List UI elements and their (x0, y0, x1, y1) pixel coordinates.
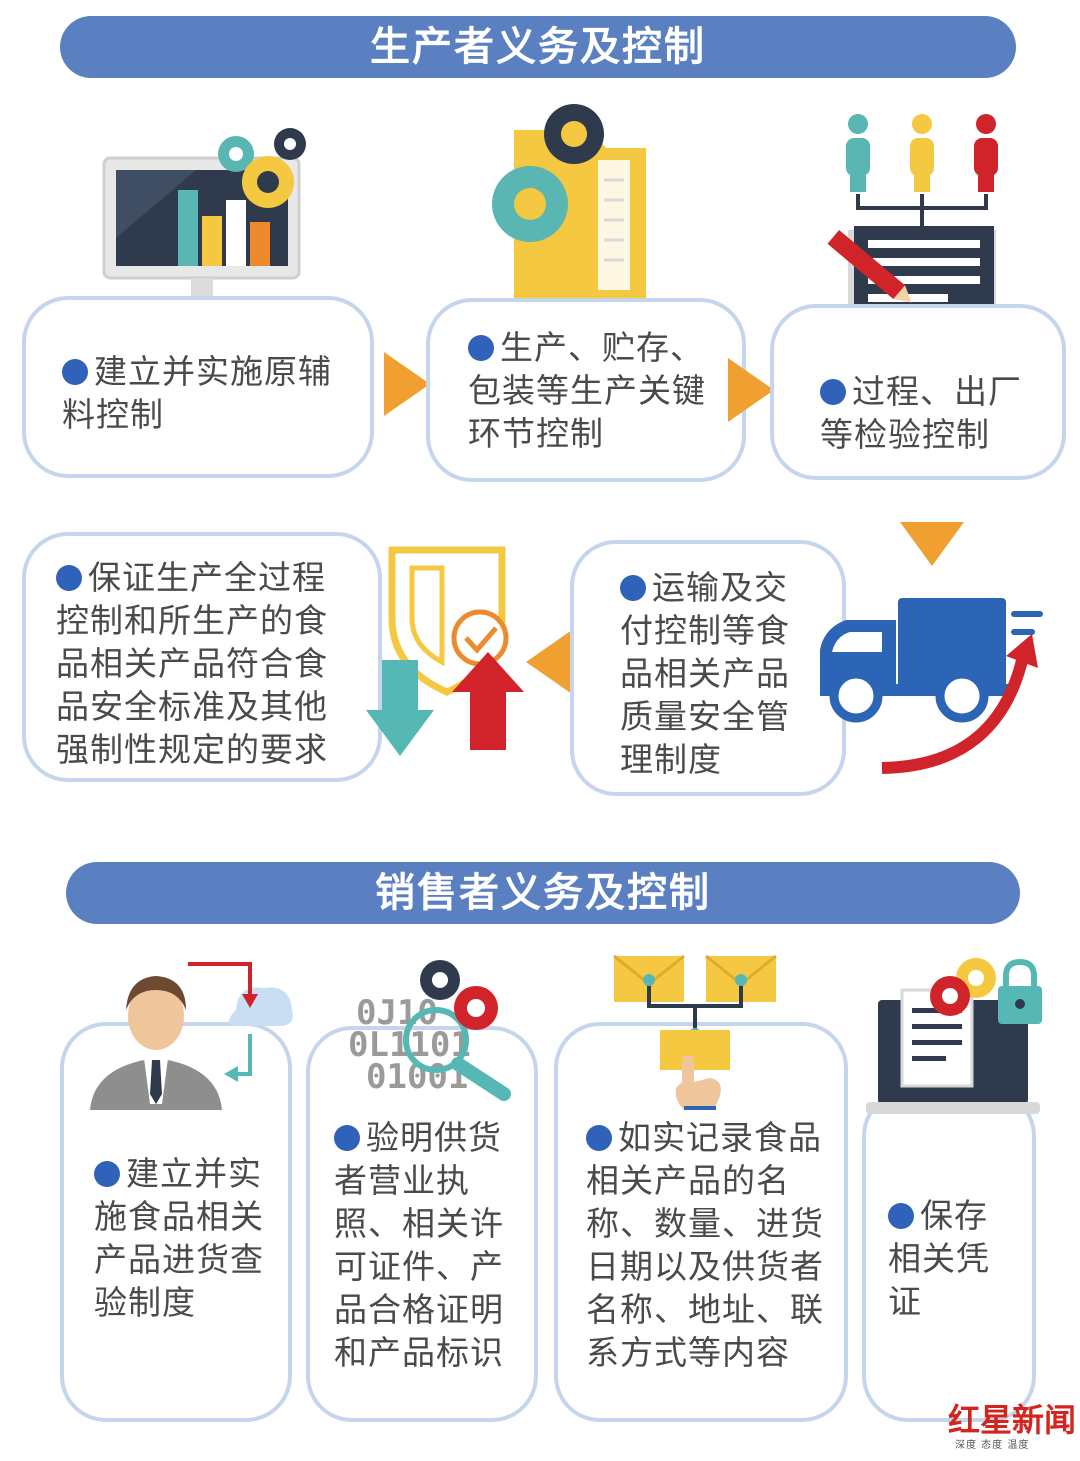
seller-step-4-box (862, 1090, 1036, 1422)
producer-step-2-text: 生产、贮存、包装等生产关键环节控制 (468, 328, 706, 453)
producer-section-title: 生产者义务及控制 (60, 16, 1016, 78)
people-document-icon (827, 114, 998, 326)
seller-step-1-text: 建立并实施食品相关产品进货查验制度 (94, 1154, 264, 1322)
bullet-dot (820, 379, 846, 405)
arrow-down-icon (900, 522, 964, 566)
seller-step-3-text: 如实记录食品相关产品的名称、数量、进货日期以及供货者名称、地址、联系方式等内容 (586, 1118, 824, 1372)
producer-step-5-box (22, 532, 382, 782)
arrow-left-icon (526, 630, 572, 694)
producer-step-4-text: 运输及交付控制等食品相关产品质量安全管理制度 (620, 568, 790, 779)
producer-step-4-box (570, 540, 846, 796)
arrow-right-icon (728, 358, 774, 422)
arrow-right-icon (384, 352, 430, 416)
binary-magnifier-icon: 0J10 0L1101 01001 (348, 960, 511, 1101)
bullet-dot (334, 1125, 360, 1151)
watermark-tagline: 深度 态度 温度 (955, 1440, 1030, 1451)
producer-step-5-text: 保证生产全过程控制和所生产的食品相关产品符合食品安全标准及其他强制性规定的要求 (56, 558, 328, 769)
bullet-dot (62, 359, 88, 385)
bullet-dot (620, 575, 646, 601)
seller-step-4-text: 保存相关凭证 (888, 1196, 990, 1321)
shield-check-icon (366, 546, 524, 756)
bullet-dot (94, 1161, 120, 1187)
bullet-dot (56, 565, 82, 591)
watermark-logo: 红星新闻 (948, 1401, 1077, 1439)
bullet-dot (586, 1125, 612, 1151)
monitor-chart-icon (102, 128, 306, 306)
producer-step-2-box (426, 298, 746, 482)
producer-step-1-box (22, 296, 374, 478)
delivery-truck-icon (820, 598, 1043, 774)
laptop-lock-icon (866, 958, 1042, 1114)
producer-step-3-text: 过程、出厂等检验控制 (820, 372, 1022, 454)
bullet-dot (888, 1203, 914, 1229)
folder-gears-icon (492, 104, 646, 300)
seller-section-title: 销售者义务及控制 (66, 862, 1020, 924)
person-cloud-icon (90, 962, 293, 1110)
envelopes-hand-icon (613, 954, 777, 1110)
seller-step-2-text: 验明供货者营业执照、相关许可证件、产品合格证明和产品标识 (334, 1118, 504, 1372)
producer-step-1-text: 建立并实施原辅料控制 (62, 352, 332, 434)
producer-step-3-box (770, 304, 1066, 480)
bullet-dot (468, 335, 494, 361)
